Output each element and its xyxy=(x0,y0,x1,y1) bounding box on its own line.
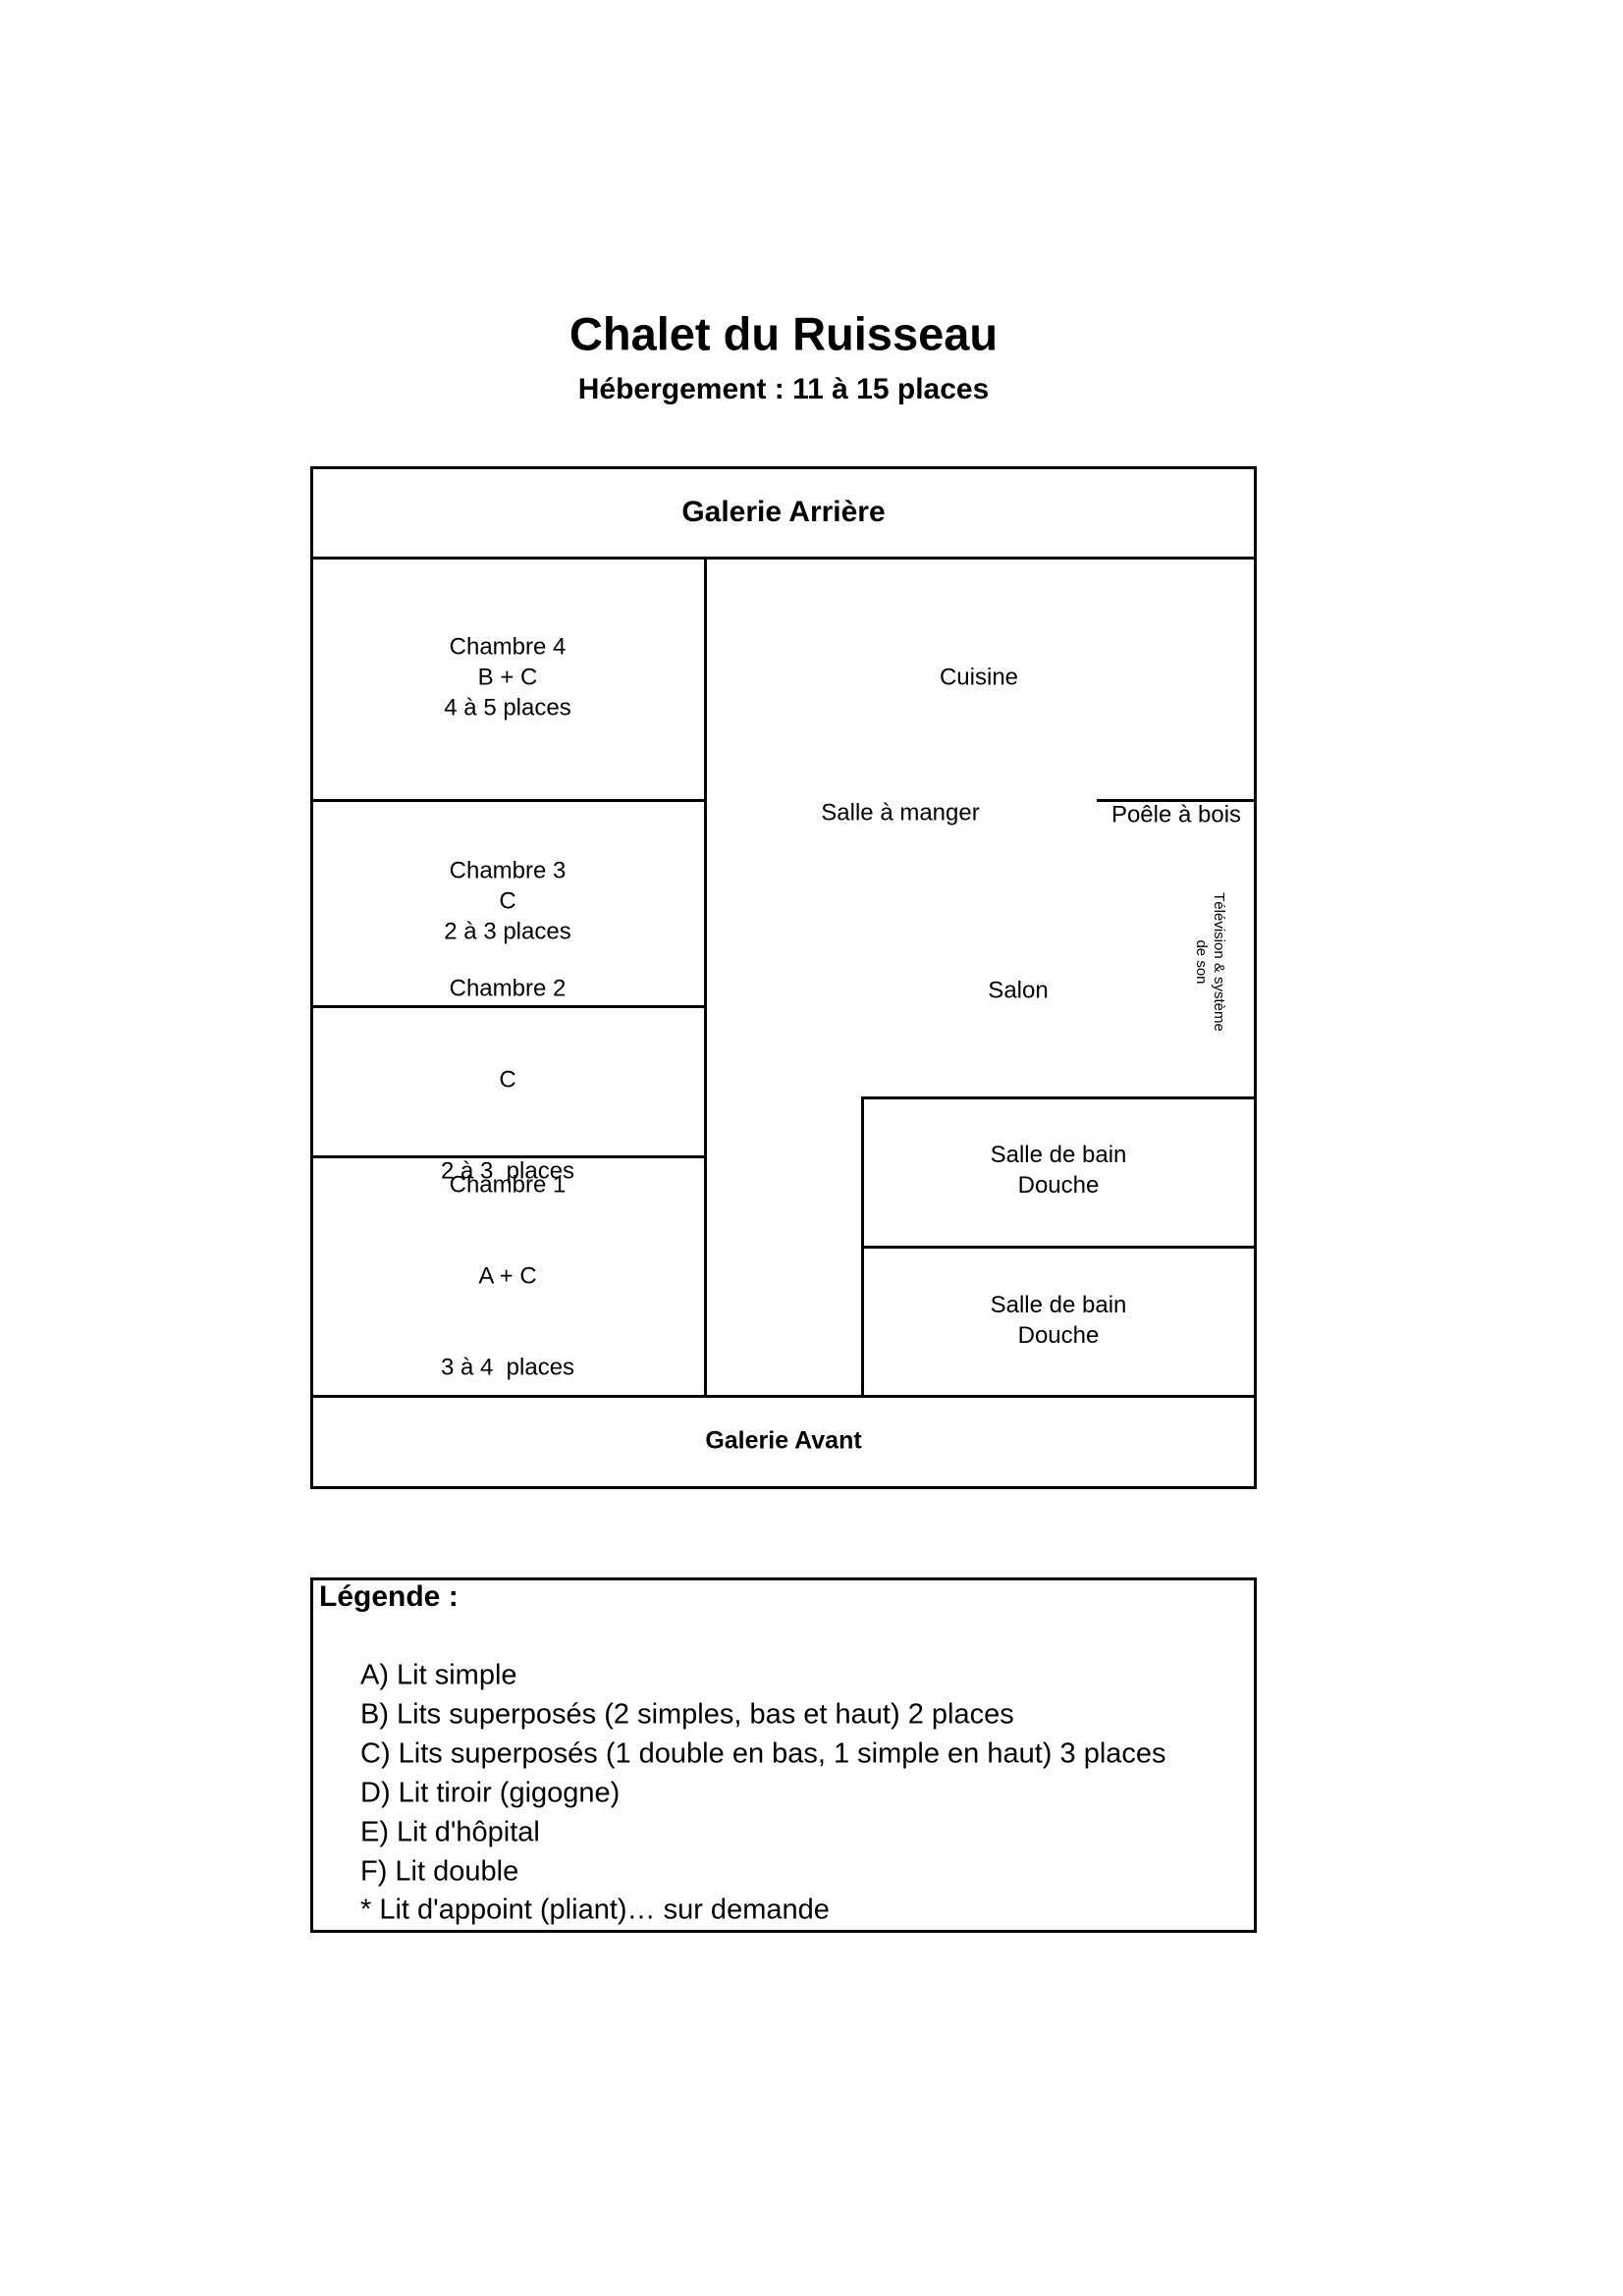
legend-item: A) Lit simple xyxy=(360,1659,517,1691)
room-name: Chambre 4 xyxy=(449,633,567,661)
wall xyxy=(704,557,707,1397)
cuisine-label: Cuisine xyxy=(939,664,1019,691)
wall xyxy=(861,1096,1256,1099)
television-line: Télévision & système xyxy=(1211,892,1227,1032)
room-beds: B + C xyxy=(477,664,538,691)
legend-box xyxy=(310,1577,1257,1933)
room-capacity: 4 à 5 places xyxy=(444,694,571,721)
salle-de-bain-2-label: Salle de bain Douche xyxy=(991,1290,1127,1351)
plan-outline xyxy=(310,466,1257,1489)
salle-a-manger-label: Salle à manger xyxy=(821,799,980,827)
salon-label: Salon xyxy=(988,977,1049,1004)
room-detail: Douche xyxy=(1017,1172,1100,1199)
legend-item: B) Lits superposés (2 simples, bas et ha… xyxy=(360,1698,1014,1731)
room-beds: C xyxy=(499,1066,516,1094)
room-name: Chambre 1 xyxy=(449,1171,567,1199)
room-capacity: 2 à 3 places xyxy=(444,918,571,945)
legend-item: E) Lit d'hôpital xyxy=(360,1816,540,1848)
wall xyxy=(310,1005,706,1008)
wall xyxy=(1097,799,1256,802)
legend-title: Légende : xyxy=(319,1580,459,1613)
wall xyxy=(861,1096,864,1397)
galerie-avant-label: Galerie Avant xyxy=(705,1426,862,1455)
galerie-arriere-label: Galerie Arrière xyxy=(681,496,886,528)
poele-label: Poêle à bois xyxy=(1110,801,1242,828)
room-detail: Douche xyxy=(1017,1322,1100,1349)
room-beds: A + C xyxy=(478,1262,537,1290)
salle-de-bain-1-label: Salle de bain Douche xyxy=(991,1140,1127,1201)
legend-item: * Lit d'appoint (pliant)… sur demande xyxy=(360,1894,830,1926)
legend-item: D) Lit tiroir (gigogne) xyxy=(360,1777,621,1809)
room-beds: C xyxy=(499,887,516,915)
page-title: Chalet du Ruisseau xyxy=(568,307,999,360)
room-capacity: 3 à 4 places xyxy=(440,1354,575,1381)
page-subtitle: Hébergement : 11 à 15 places xyxy=(577,373,990,405)
room-name: Chambre 3 xyxy=(449,857,567,884)
wall xyxy=(310,1155,706,1158)
legend-item: C) Lits superposés (1 double en bas, 1 s… xyxy=(360,1737,1166,1770)
chambre-2-label: Chambre 2 C 2 à 3 places xyxy=(441,913,574,1248)
room-name: Salle de bain xyxy=(990,1292,1127,1318)
room-name: Chambre 2 xyxy=(449,975,567,1002)
television-label: Télévision & système de son xyxy=(1192,892,1227,1032)
wall xyxy=(310,799,706,802)
wall xyxy=(861,1246,1256,1249)
chambre-4-label: Chambre 4 B + C 4 à 5 places xyxy=(444,632,570,723)
chambre-3-label: Chambre 3 C 2 à 3 places xyxy=(444,856,570,947)
chambre-1-label: Chambre 1 A + C 3 à 4 places xyxy=(441,1109,574,1444)
room-capacity: 2 à 3 places xyxy=(440,1157,575,1185)
television-line: de son xyxy=(1193,939,1210,985)
wall xyxy=(310,1395,1257,1398)
legend-item: F) Lit double xyxy=(360,1855,519,1888)
wall xyxy=(310,557,1257,560)
room-name: Salle de bain xyxy=(990,1142,1127,1168)
